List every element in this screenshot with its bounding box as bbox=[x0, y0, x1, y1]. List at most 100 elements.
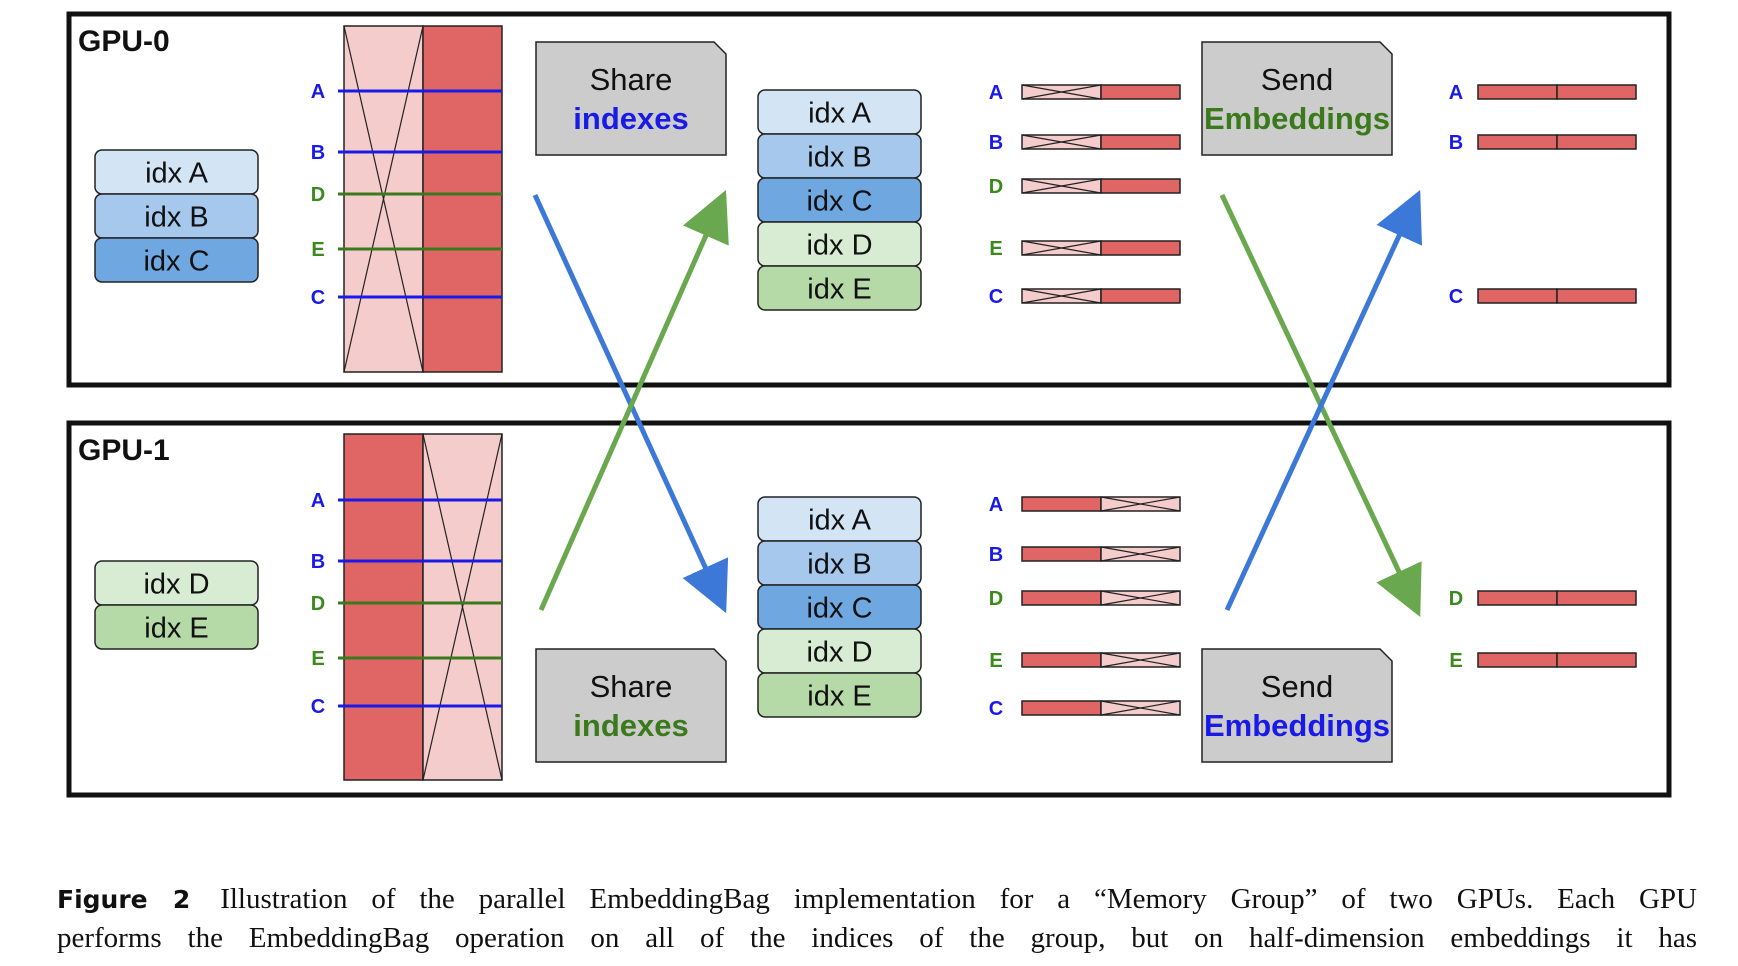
result-embedding bbox=[1477, 590, 1637, 606]
index-chip-label: idx C bbox=[143, 245, 209, 277]
lookup-row-label: C bbox=[989, 698, 1003, 720]
cross-line bbox=[1021, 84, 1102, 100]
embedding-remote-half bbox=[1021, 84, 1102, 100]
caption-label: Figure 2 bbox=[57, 885, 191, 914]
embedding-local-half bbox=[1100, 288, 1181, 304]
table-remote-half bbox=[422, 433, 503, 781]
embedding-local-half bbox=[1100, 134, 1181, 150]
action-box bbox=[1201, 41, 1393, 156]
cross-line bbox=[1100, 546, 1181, 562]
embedding-half bbox=[1477, 288, 1558, 304]
cross-line bbox=[1021, 134, 1102, 150]
lookup-embedding bbox=[1021, 240, 1181, 256]
index-chip bbox=[94, 604, 259, 650]
share-indexes-box: Share indexes bbox=[535, 41, 727, 156]
action-box bbox=[1201, 648, 1393, 763]
lookup-row-label: A bbox=[989, 82, 1003, 104]
embedding-remote-half bbox=[1100, 496, 1181, 512]
lookup-row-label: D bbox=[989, 176, 1003, 198]
lookup-embedding bbox=[1021, 546, 1181, 562]
embedding-local-half bbox=[1100, 178, 1181, 194]
embedding-local-half bbox=[1021, 546, 1102, 562]
table-row-label: A bbox=[311, 490, 325, 512]
table-row-label: B bbox=[311, 551, 325, 573]
table-local-half bbox=[343, 433, 424, 781]
action-box bbox=[535, 648, 727, 763]
send-arrow-gpu0-to-gpu1 bbox=[1219, 193, 1422, 618]
cross-line bbox=[422, 433, 503, 781]
embedding-half bbox=[1556, 84, 1637, 100]
result-embedding bbox=[1477, 134, 1637, 150]
embedding-local-half bbox=[1021, 700, 1102, 716]
result-embedding bbox=[1477, 84, 1637, 100]
caption-text-1: Illustration of the parallel EmbeddingBa… bbox=[220, 883, 1697, 915]
cross-line bbox=[1100, 652, 1181, 668]
action-box-line1: Send bbox=[1261, 669, 1333, 704]
result-embedding bbox=[1477, 288, 1637, 304]
index-chip-label: idx A bbox=[808, 97, 872, 129]
cross-line bbox=[1100, 700, 1181, 716]
panel-title: GPU-1 bbox=[78, 434, 170, 467]
embedding-remote-half bbox=[1021, 240, 1102, 256]
table-row-label: D bbox=[311, 184, 325, 206]
result-row-label: C bbox=[1449, 286, 1463, 308]
embedding-half bbox=[1477, 652, 1558, 668]
table-local-half bbox=[422, 25, 503, 373]
lookup-embedding bbox=[1021, 84, 1181, 100]
lookup-row-label: C bbox=[989, 286, 1003, 308]
embedding-local-half bbox=[1021, 496, 1102, 512]
result-row-label: B bbox=[1449, 132, 1463, 154]
cross-line bbox=[1100, 590, 1181, 606]
lookup-row-label: B bbox=[989, 132, 1003, 154]
action-box-line1: Share bbox=[590, 62, 673, 97]
result-row-label: A bbox=[1449, 82, 1463, 104]
embedding-remote-half bbox=[1021, 134, 1102, 150]
index-chip-label: idx E bbox=[807, 680, 871, 712]
lookup-embedding bbox=[1021, 288, 1181, 304]
action-box-line2: Embeddings bbox=[1204, 101, 1390, 136]
action-box-line2: Embeddings bbox=[1204, 708, 1390, 743]
index-chip-label: idx C bbox=[806, 185, 872, 217]
panel-title: GPU-0 bbox=[78, 25, 170, 58]
cross-line bbox=[1021, 178, 1102, 194]
embedding-half bbox=[1556, 590, 1637, 606]
index-chip-label: idx B bbox=[807, 548, 871, 580]
lookup-row-label: E bbox=[989, 650, 1002, 672]
table-row-label: E bbox=[311, 239, 324, 261]
panel-frame bbox=[66, 11, 1672, 388]
lookup-row-label: D bbox=[989, 588, 1003, 610]
table-row-label: C bbox=[311, 696, 325, 718]
embedding-half bbox=[1556, 652, 1637, 668]
index-chip bbox=[94, 237, 259, 283]
gathered-index-stack: idx A idx B idx C idx D idx E bbox=[757, 89, 922, 311]
caption-line-2: performs the EmbeddingBag operation on a… bbox=[57, 922, 1697, 954]
index-chip-label: idx B bbox=[144, 201, 208, 233]
cross-line bbox=[1100, 496, 1181, 512]
lookup-embedding bbox=[1021, 590, 1181, 606]
table-remote-half bbox=[343, 25, 424, 373]
result-row-label: E bbox=[1449, 650, 1462, 672]
lookup-embedding bbox=[1021, 134, 1181, 150]
embedding-remote-half bbox=[1021, 288, 1102, 304]
index-chip-label: idx D bbox=[806, 229, 872, 261]
embedding-local-half bbox=[1021, 652, 1102, 668]
embedding-half bbox=[1556, 134, 1637, 150]
embedding-remote-half bbox=[1100, 590, 1181, 606]
caption-line-1: Figure 2 Illustration of the parallel Em… bbox=[57, 880, 1697, 919]
table-row-label: D bbox=[311, 593, 325, 615]
index-chip-label: idx E bbox=[807, 273, 871, 305]
index-chip-label: idx B bbox=[807, 141, 871, 173]
index-chip-label: idx D bbox=[806, 636, 872, 668]
share-arrow-gpu0-to-gpu1 bbox=[532, 193, 729, 614]
embedding-half bbox=[1477, 590, 1558, 606]
lookup-embedding bbox=[1021, 700, 1181, 716]
embedding-half bbox=[1556, 288, 1637, 304]
panel-frame bbox=[66, 420, 1672, 798]
action-box-line2: indexes bbox=[573, 101, 688, 136]
index-chip-label: idx D bbox=[143, 568, 209, 600]
